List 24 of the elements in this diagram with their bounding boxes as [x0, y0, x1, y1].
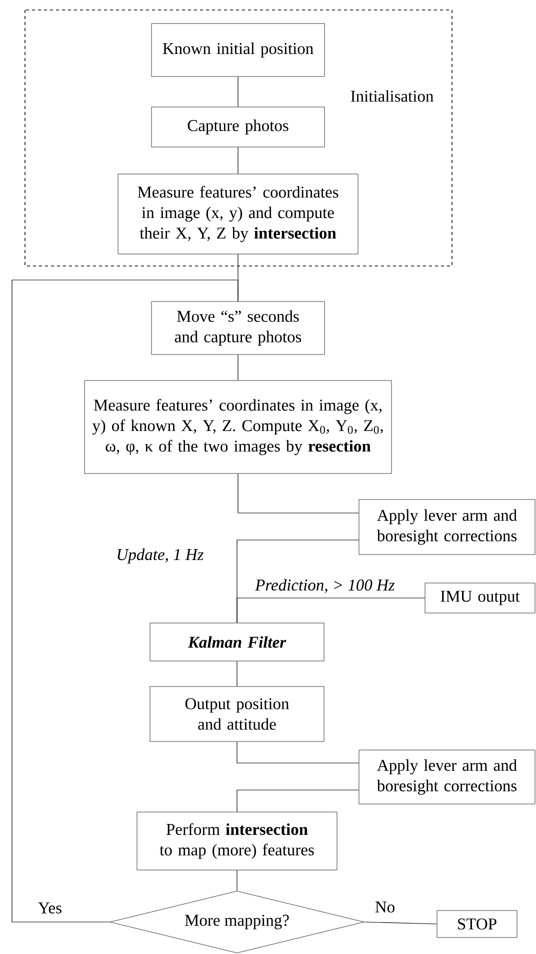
process-box: Output position and attitude	[150, 686, 324, 742]
process-box: Move “s” seconds and capture photos	[151, 301, 325, 355]
process-box: Capture photos	[151, 106, 325, 148]
process-box: Measure features’ coordinates in image (x, y) and compute their X, Y, Z by intersection	[118, 174, 358, 254]
process-box: IMU output	[424, 582, 536, 614]
process-box: Known initial position	[151, 23, 325, 77]
connector-line	[236, 598, 426, 624]
connector-line	[236, 790, 360, 812]
connector-line	[12, 280, 238, 922]
edge-label: Yes	[38, 902, 62, 914]
process-box: STOP	[436, 910, 518, 938]
edge-label: Update, 1 Hz	[118, 548, 204, 564]
process-box: Apply lever arm and boresight corrections	[358, 499, 536, 555]
process-box: Kalman Filter	[150, 622, 324, 662]
process-box: Measure features’ coordinates in image (x, y) of known X, Y, Z. Compute X$_{0}$, Y$_{0}$, Z$_{0}$, ω, φ, κ of the two images by resection	[84, 380, 392, 474]
connector-line	[238, 473, 360, 514]
connector-line	[364, 922, 438, 924]
edge-label: Prediction, > 100 Hz	[255, 579, 395, 593]
connector-line	[236, 870, 238, 892]
edge-label: No	[375, 902, 394, 912]
process-box: Apply lever arm and boresight corrections	[358, 750, 536, 804]
connector-line	[236, 660, 238, 687]
connector-line	[236, 741, 360, 764]
process-box: Perform intersection to map (more) features	[136, 812, 338, 870]
